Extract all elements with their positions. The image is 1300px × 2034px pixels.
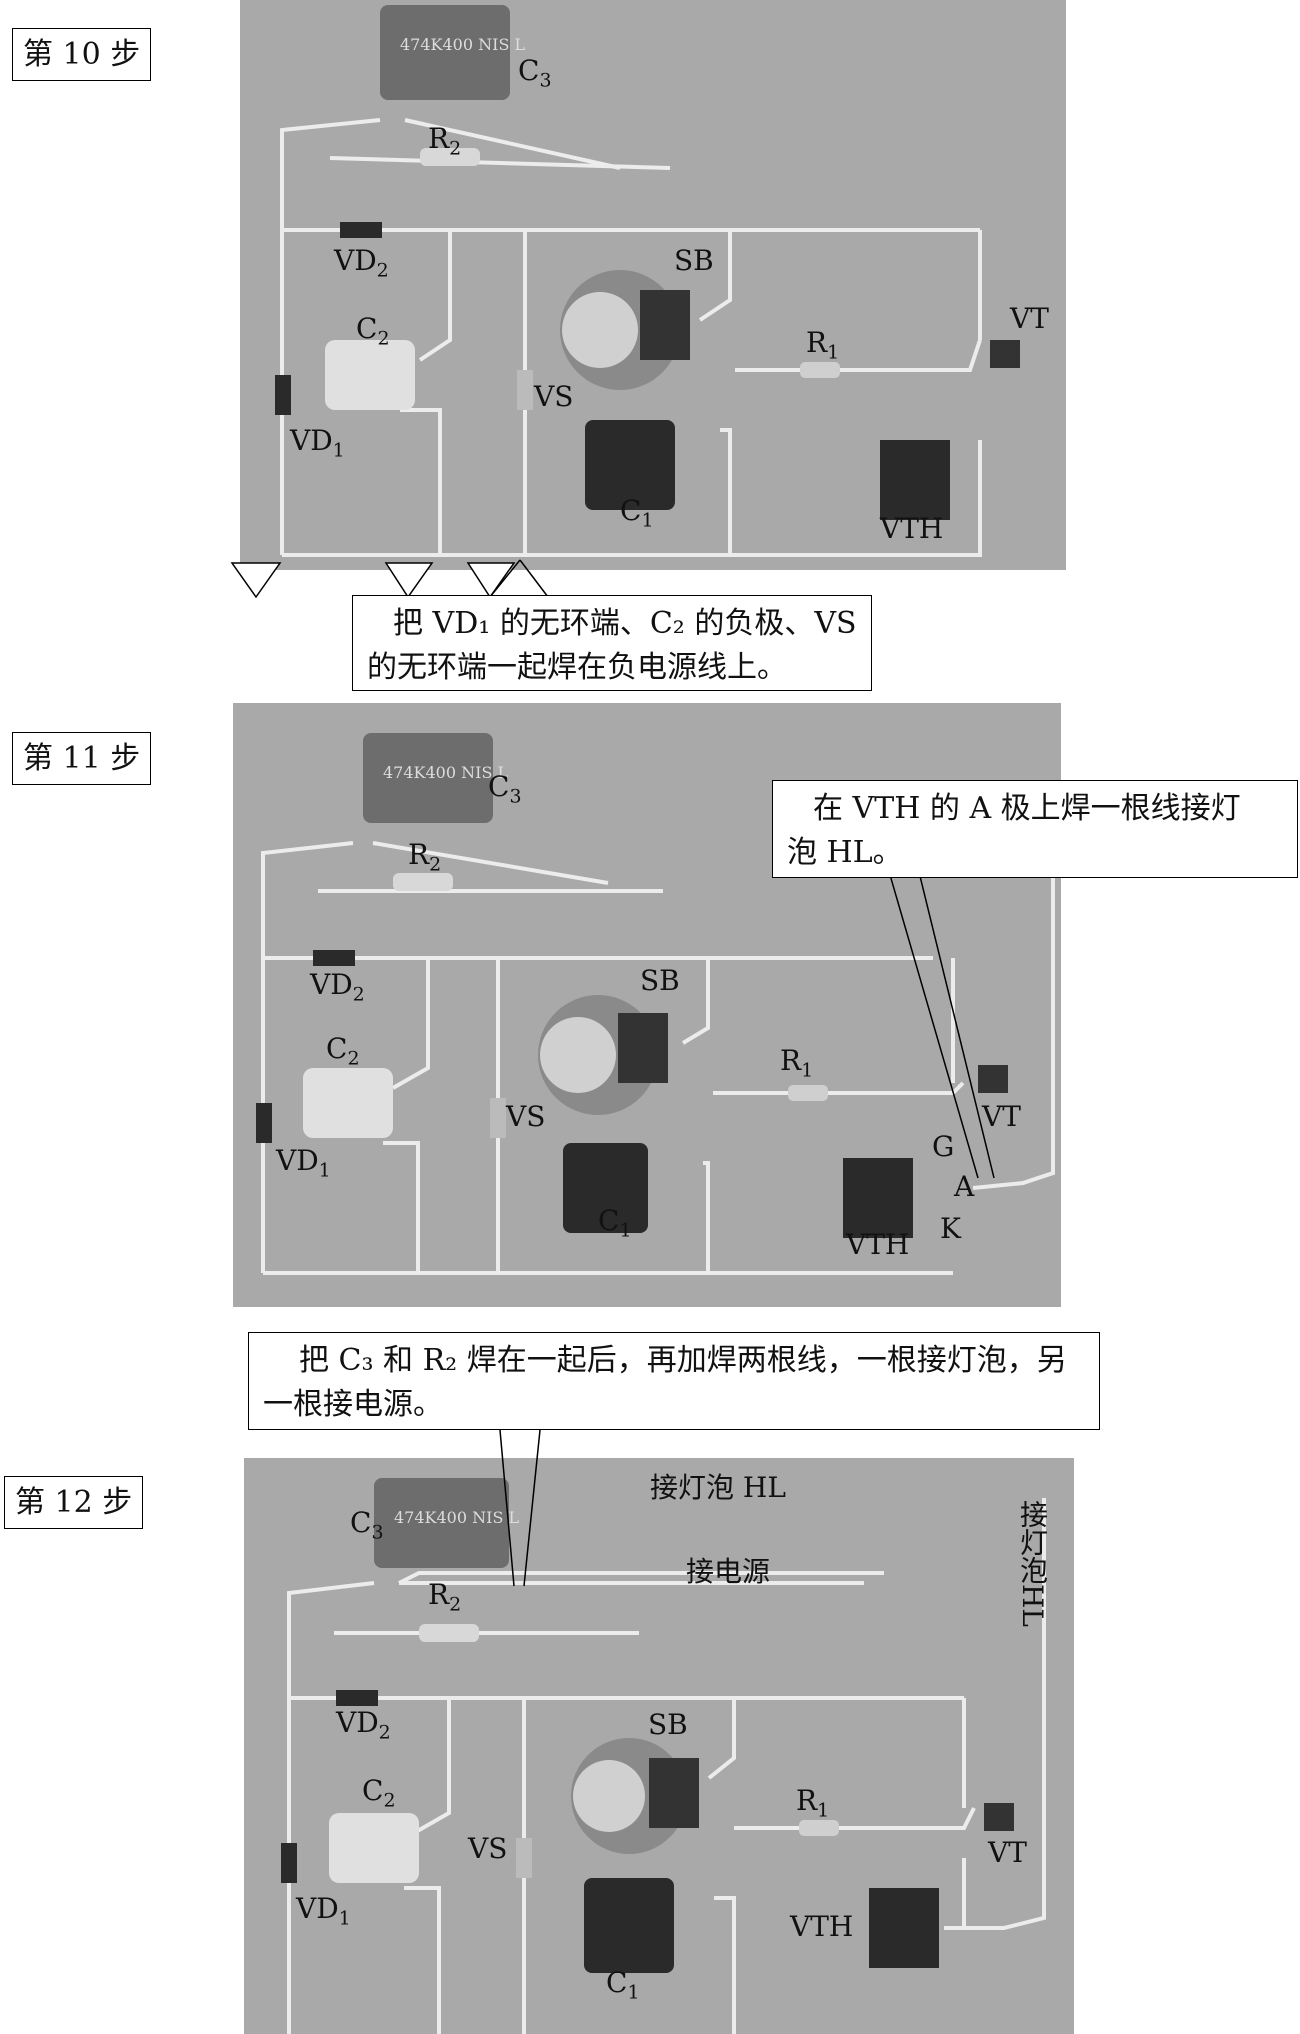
r1-body [800, 362, 840, 378]
step11-r1-label: R1 [780, 1044, 814, 1082]
step11-vth-label: VTH [846, 1228, 910, 1261]
vs-body [517, 370, 533, 410]
step-10-callout-line-1: 把 VD₁ 的无环端、C₂ 的负极、VS [393, 606, 857, 641]
vs-body [516, 1838, 532, 1878]
step11-vd1-label: VD1 [276, 1144, 331, 1182]
step10-vt-label: VT [1010, 302, 1049, 335]
step-12-label: 第 12 步 [4, 1476, 144, 1529]
sb-cap [540, 1017, 616, 1093]
step11-vt-label: VT [982, 1100, 1021, 1133]
step-12-callout-line-2: 一根接电源。 [263, 1386, 443, 1422]
step-10-photo: 474K400 NIS L [240, 0, 1066, 570]
c3-body [374, 1478, 509, 1568]
sb-cap [573, 1760, 645, 1832]
r2-body [419, 1624, 479, 1642]
c1-body [585, 420, 675, 510]
step-11-callout-line-1: 在 VTH 的 A 极上焊一根线接灯 [813, 791, 1241, 826]
step-10-callout: 把 VD₁ 的无环端、C₂ 的负极、VS 的无环端一起焊在负电源线上。 [352, 595, 872, 691]
c2-body [303, 1068, 393, 1138]
c1-body [584, 1878, 674, 1973]
step-11-callout: 在 VTH 的 A 极上焊一根线接灯 泡 HL。 [772, 780, 1298, 878]
c1-body [563, 1143, 648, 1233]
c3-marking: 474K400 NIS L [383, 763, 508, 782]
sb-housing [618, 1013, 668, 1083]
sb-housing [640, 290, 690, 360]
step-12-photo: 474K400 NIS L [244, 1458, 1074, 2034]
step12-to-power-label: 接电源 [686, 1555, 771, 1588]
step12-vertical-lamp-label: 接灯泡HL [1016, 1500, 1049, 1628]
vd1-body [281, 1843, 297, 1883]
step12-vs-label: VS [468, 1832, 508, 1865]
step10-vth-label: VTH [880, 512, 944, 545]
step11-sb-label: SB [640, 964, 680, 997]
step12-r1-label: R1 [796, 1784, 830, 1822]
c3-body [363, 733, 493, 823]
c3-body [380, 5, 510, 100]
step12-r2-label: R2 [428, 1578, 462, 1616]
step11-vd2-label: VD2 [310, 968, 365, 1006]
vt-body [978, 1065, 1008, 1093]
step12-vth-label: VTH [790, 1910, 854, 1943]
step10-c2-label: C2 [356, 312, 390, 350]
step10-vs-label: VS [534, 380, 574, 413]
c2-body [329, 1813, 419, 1883]
step11-k-label: K [940, 1212, 961, 1245]
step11-c3-label: C3 [488, 770, 522, 808]
step12-c2-label: C2 [362, 1774, 396, 1812]
step11-vs-label: VS [506, 1100, 546, 1133]
step-11-label: 第 11 步 [12, 732, 152, 785]
c3-marking: 474K400 NIS L [400, 35, 525, 54]
vd1-body [256, 1103, 272, 1143]
step11-g-label: G [932, 1130, 955, 1163]
step-10-callout-line-2: 的无环端一起焊在负电源线上。 [367, 649, 787, 685]
r2-body [393, 873, 453, 891]
step11-a-label: A [954, 1170, 975, 1203]
step12-sb-label: SB [648, 1708, 688, 1741]
step10-c3-label: C3 [518, 54, 552, 92]
vt-body [990, 340, 1020, 368]
step10-c1-label: C1 [620, 494, 654, 532]
vt-body [984, 1803, 1014, 1831]
step10-vd2-label: VD2 [334, 244, 389, 282]
step-10-label: 第 10 步 [12, 28, 152, 81]
step12-vd2-label: VD2 [336, 1706, 391, 1744]
r2-body [420, 148, 480, 166]
vth-body [869, 1888, 939, 1968]
step10-r2-label: R2 [428, 122, 462, 160]
step12-c1-label: C1 [606, 1966, 640, 2004]
r1-body [799, 1820, 839, 1836]
step11-r2-label: R2 [408, 838, 442, 876]
r1-body [788, 1085, 828, 1101]
step12-to-lamp-label: 接灯泡 HL [650, 1471, 786, 1504]
step10-sb-label: SB [674, 244, 714, 277]
step11-c1-label: C1 [598, 1204, 632, 1242]
vd2-body [336, 1690, 378, 1706]
step-12-callout-line-1: 把 C₃ 和 R₂ 焊在一起后，再加焊两根线，一根接灯泡，另 [299, 1343, 1067, 1378]
sb-cap [562, 292, 638, 368]
step10-r1-label: R1 [806, 326, 840, 364]
sb-housing [649, 1758, 699, 1828]
step-11-circuit: 474K400 NIS L [256, 733, 1055, 1275]
step12-c3-label: C3 [350, 1506, 384, 1544]
vd2-body [340, 222, 382, 238]
step12-vt-label: VT [988, 1836, 1027, 1869]
c2-body [325, 340, 415, 410]
vs-body [490, 1098, 506, 1138]
vth-body [843, 1158, 913, 1238]
step12-vd1-label: VD1 [296, 1892, 351, 1930]
vd1-body [275, 375, 291, 415]
step11-c2-label: C2 [326, 1032, 360, 1070]
step-12-callout: 把 C₃ 和 R₂ 焊在一起后，再加焊两根线，一根接灯泡，另 一根接电源。 [248, 1332, 1100, 1430]
step10-vd1-label: VD1 [290, 424, 345, 462]
vd2-body [313, 950, 355, 966]
c3-marking: 474K400 NIS L [394, 1508, 519, 1527]
step-11-callout-line-2: 泡 HL。 [787, 834, 903, 870]
step-12-circuit: 474K400 NIS L [281, 1478, 1046, 2034]
step-10-circuit: 474K400 NIS L [275, 5, 1020, 557]
vth-body [880, 440, 950, 520]
